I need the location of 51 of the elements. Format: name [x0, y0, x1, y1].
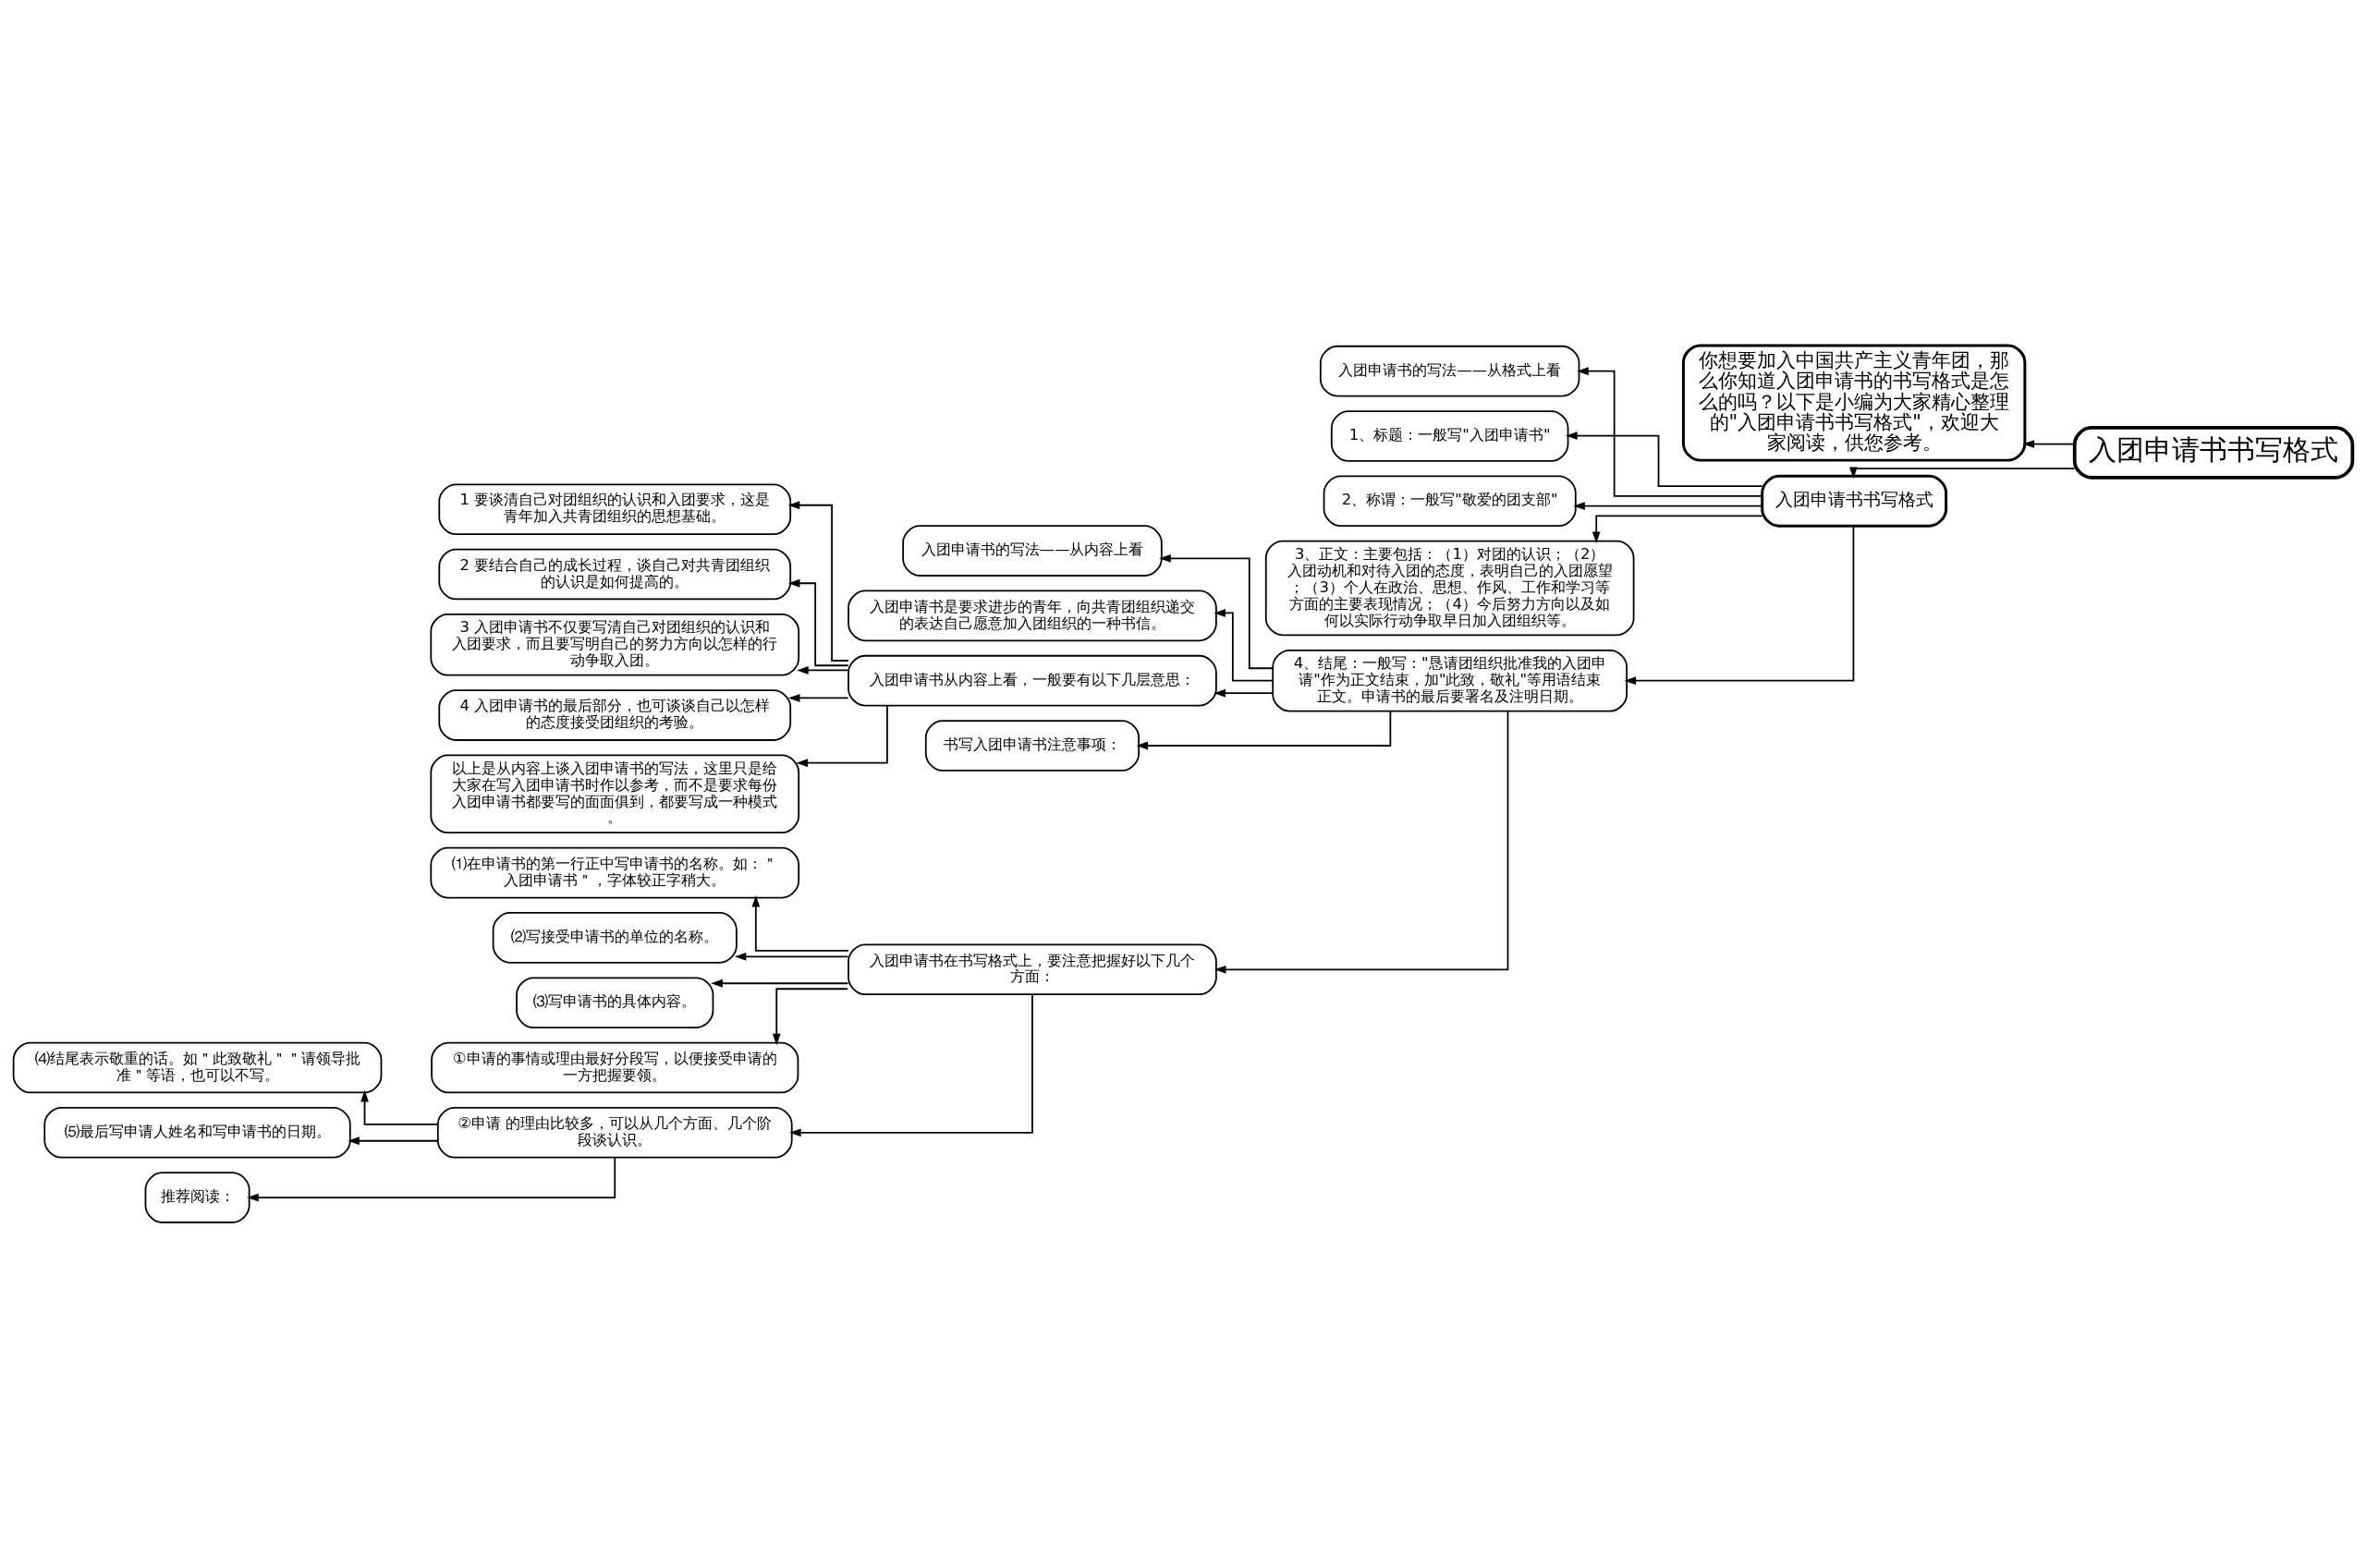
node-box: ⑸最后写申请人姓名和写申请书的日期。: [43, 1106, 351, 1159]
node-box: 你想要加入中国共产主义青年团，那么你知道入团申请书的书写格式是怎么的吗？以下是小编为大家精心整理的"入团申请书书写格式"，欢迎大家阅读，供您参考。: [1681, 344, 2027, 462]
node-box: 入团申请书的写法——从格式上看: [1319, 345, 1580, 397]
node-box: ⑵写接受申请书的单位的名称。: [492, 912, 738, 964]
node-box: 以上是从内容上谈入团申请书的写法，这里只是给大家在写入团申请书时作以参考，而不是要求每份入团申请书都要写的面面俱到，都要写成一种模式。: [430, 754, 800, 834]
node-box: 入团申请书从内容上看，一般要有以下几层意思：: [848, 654, 1217, 707]
arrow: [772, 988, 849, 1046]
arrow: [1849, 467, 2076, 479]
node-box: 1、标题：一般写"入团申请书": [1330, 410, 1569, 462]
node-box: 入团申请书的写法——从内容上看: [902, 525, 1163, 577]
arrow: [2022, 440, 2076, 448]
node-box: 4 入团申请书的最后部分，也可谈谈自己以怎样的态度接受团组织的考验。: [438, 689, 792, 741]
arrow: [247, 1156, 616, 1202]
arrow: [1592, 515, 1763, 543]
arrow: [797, 666, 849, 675]
node-box: ⑷结尾表示敬重的话。如＂此致敬礼＂＂请领导批准＂等语，也可以不写。: [12, 1041, 383, 1094]
arrow: [1573, 502, 1763, 511]
arrow: [1213, 688, 1274, 698]
node-box: ⑶写申请书的具体内容。: [516, 977, 714, 1028]
arrow: [360, 1089, 439, 1125]
arrow: [348, 1136, 439, 1146]
arrow: [751, 895, 849, 952]
node-box: 入团申请书书写格式: [1761, 474, 1948, 528]
arrow: [1577, 367, 1763, 497]
node-box: 推荐阅读：: [144, 1172, 250, 1223]
node-box: 1 要谈清自己对团组织的认识和入团要求，这是青年加入共青团组织的思想基础。: [438, 483, 792, 536]
node-box: 2 要结合自己的成长过程，谈自己对共青团组织的认识是如何提高的。: [438, 548, 792, 601]
arrow: [787, 501, 849, 662]
node-box: 书写入团申请书注意事项：: [924, 720, 1140, 772]
arrow: [796, 705, 888, 768]
arrow: [1213, 609, 1274, 682]
arrow: [787, 694, 849, 702]
node-box: 3、正文：主要包括：（1）对团的认识；（2）入团动机和对待入团的态度，表明自己的入团愿望；（3）个人在政治、思想、作风、工作和学习等方面的主要表现情况；（4）今后努力方向以及如何以实际行动争取早日加入团组织等。: [1264, 540, 1635, 637]
node-box: 2、称谓：一般写"敬爱的团支部": [1323, 475, 1577, 528]
node-box: ⑴在申请书的第一行正中写申请书的名称。如：＂入团申请书＂，字体较正字稍大。: [430, 846, 800, 899]
arrow: [711, 978, 849, 988]
node-box: 入团申请书是要求进步的青年，向共青团组织递交的表达自己愿意加入团组织的一种书信。: [848, 590, 1217, 642]
arrow: [787, 578, 849, 667]
node-box: ①申请的事情或理由最好分段写，以便接受申请的一方把握要领。: [431, 1041, 799, 1094]
arrow: [734, 952, 849, 961]
arrow: [1566, 432, 1763, 487]
arrow: [789, 993, 1033, 1137]
arrow: [1159, 553, 1274, 670]
arrow: [1624, 525, 1855, 686]
node-box: 入团申请书在书写格式上，要注意把握好以下几个方面：: [848, 943, 1217, 996]
arrow: [1136, 710, 1392, 750]
node-box: 入团申请书书写格式: [2072, 426, 2355, 480]
node-box: 4、结尾：一般写："恳请团组织批准我的入团申请"作为正文结束，加"此致，敬礼"等用语结束正文。申请书的最后要署名及注明日期。: [1272, 649, 1628, 712]
arrow: [1213, 711, 1509, 974]
node-box: 3 入团申请书不仅要写清自己对团组织的认识和入团要求，而且要写明自己的努力方向以怎样的行动争取入团。: [430, 614, 800, 676]
node-box: ②申请 的理由比较多，可以从几个方面、几个阶段谈认识。: [436, 1106, 793, 1159]
